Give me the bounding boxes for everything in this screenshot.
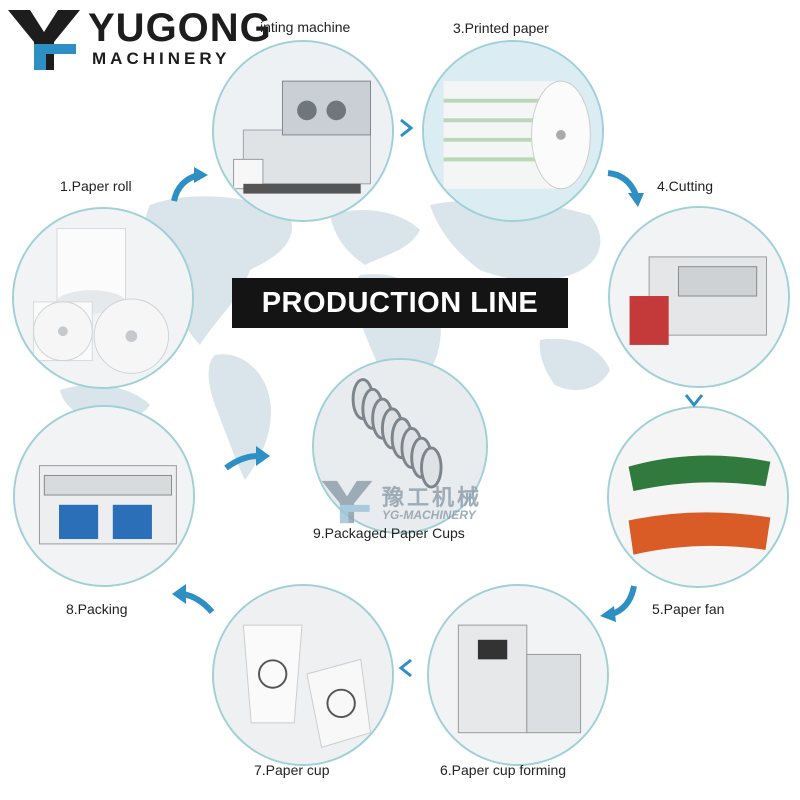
paper-cup-illustration — [214, 586, 392, 764]
step-8-label: 8.Packing — [66, 601, 128, 617]
paper-roll-illustration — [14, 209, 192, 387]
step-2-label: inting machine — [260, 19, 351, 35]
watermark-en: YG-MACHINERY — [382, 508, 476, 522]
step-3-image — [422, 40, 604, 222]
brand-tagline: MACHINERY — [92, 49, 231, 68]
step-6-image — [427, 584, 609, 766]
step-4-label: 4.Cutting — [657, 178, 714, 194]
step-6-label: 6.Paper cup forming — [440, 762, 567, 778]
arrow-8-to-9 — [224, 446, 270, 471]
step-1-label: 1.Paper roll — [60, 178, 132, 194]
step-8-image — [13, 405, 195, 587]
printed-paper-roll-illustration — [424, 42, 602, 220]
cutting-machine-illustration — [610, 208, 788, 386]
production-line-title: PRODUCTION LINE — [232, 278, 568, 328]
printing-machine-illustration — [214, 42, 392, 220]
step-2-image — [212, 40, 394, 222]
arrow-6-to-7 — [398, 658, 412, 678]
arrow-7-to-8 — [172, 584, 215, 615]
arrow-5-to-6 — [600, 585, 637, 622]
watermark-logo-mark — [321, 480, 373, 524]
step-5-image — [607, 406, 789, 588]
arrow-3-to-4 — [607, 170, 644, 207]
arrow-1-to-2 — [171, 167, 208, 202]
yugong-logo-mark — [8, 10, 80, 70]
paper-fan-illustration — [609, 408, 787, 586]
step-3-label: 3.Printed paper — [453, 20, 549, 36]
cup-forming-machine-illustration — [429, 586, 607, 764]
watermark-cn: 豫工机械 — [382, 485, 483, 510]
brand-logo: YUGONG MACHINERY — [0, 0, 271, 80]
step-1-image — [12, 207, 194, 389]
arrow-4-to-5 — [684, 394, 704, 408]
step-7-label: 7.Paper cup — [254, 762, 330, 778]
packing-machine-illustration — [15, 407, 193, 585]
step-4-image — [608, 206, 790, 388]
watermark: 豫工机械 YG-MACHINERY — [318, 478, 518, 528]
step-9-label: 9.Packaged Paper Cups — [313, 525, 465, 541]
brand-name: YUGONG — [88, 6, 272, 50]
arrow-2-to-3 — [400, 118, 414, 138]
step-5-label: 5.Paper fan — [652, 601, 725, 617]
step-7-image — [212, 584, 394, 766]
